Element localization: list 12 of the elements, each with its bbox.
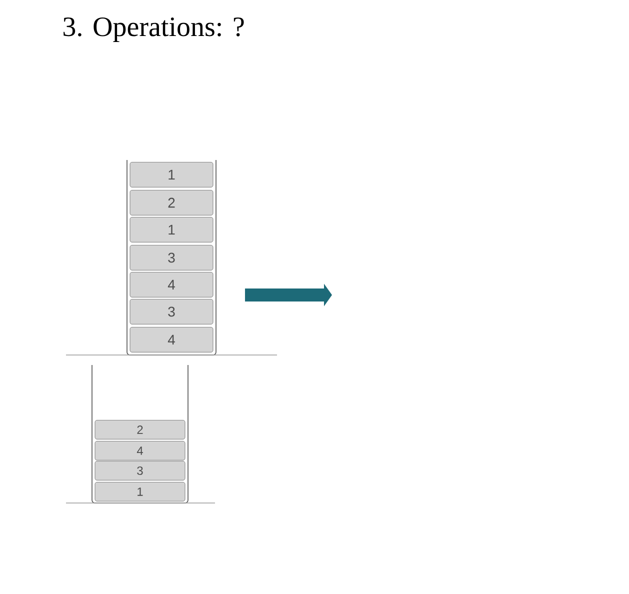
stack-block: 1: [94, 482, 186, 502]
stack-block: 4: [130, 327, 214, 352]
stack-block: 3: [94, 461, 186, 480]
title: 3. Operations: ?: [64, 17, 244, 42]
stack-block: 1: [130, 162, 214, 188]
stack-block: 3: [130, 245, 214, 270]
stack-block: 1: [130, 217, 214, 242]
stack-block: 2: [94, 420, 186, 440]
stack-block: 4: [130, 272, 214, 298]
stack-block: 2: [130, 190, 214, 216]
stack-block: 3: [130, 299, 214, 324]
stack-block: 4: [94, 441, 186, 460]
